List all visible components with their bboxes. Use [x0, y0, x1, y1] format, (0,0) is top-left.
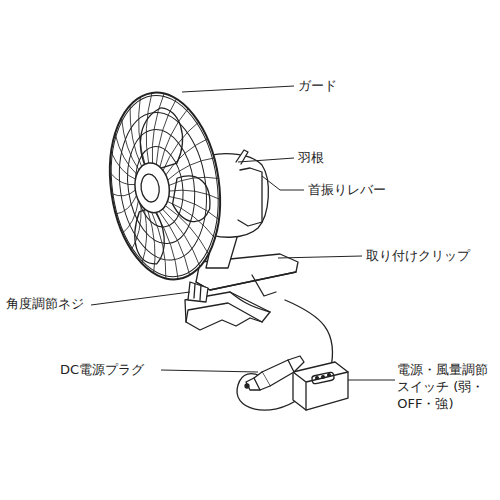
switch-box	[293, 362, 348, 410]
guard-spoke	[134, 209, 152, 264]
part-label: DC電源プラグ	[60, 362, 144, 379]
guard-spoke	[162, 139, 212, 175]
guard-spoke	[139, 93, 162, 163]
guard-ring	[100, 88, 229, 283]
part-label: 羽根	[298, 150, 324, 167]
part-label: 角度調節ネジ	[6, 296, 84, 313]
guard	[98, 85, 231, 286]
guard-spoke	[159, 208, 189, 278]
cord	[285, 300, 333, 372]
part-label: 取り付けクリップ	[366, 248, 470, 265]
guard-spoke	[169, 190, 219, 226]
angle-screw	[188, 282, 208, 302]
guard-spoke	[145, 211, 159, 273]
guard-spoke	[167, 196, 215, 244]
guard-spoke	[112, 190, 136, 197]
guard-ring	[110, 107, 215, 266]
guard-spoke	[156, 211, 179, 281]
guard-spoke	[157, 122, 205, 170]
guard-spoke	[169, 184, 220, 206]
guard-spoke	[111, 150, 135, 182]
guard-spoke	[110, 169, 135, 187]
guard-spoke	[166, 158, 217, 180]
switch-slider	[311, 372, 334, 384]
guard-ring	[121, 125, 202, 248]
part-label: ガード	[298, 78, 337, 95]
hub	[132, 161, 173, 215]
guard-spoke	[121, 117, 139, 172]
switch-edge	[293, 372, 348, 410]
guard-spoke	[152, 109, 195, 167]
part-label: 首振りレバー	[308, 182, 386, 199]
leader-lines	[91, 86, 395, 380]
guard-spoke	[115, 132, 137, 177]
guard-spoke	[148, 99, 185, 165]
part-label: 電源・風量調節 スイッチ (弱・OFF・強)	[397, 362, 496, 413]
guard-spoke	[114, 196, 139, 214]
guard-spoke	[168, 175, 218, 186]
guard-spoke	[143, 94, 173, 164]
